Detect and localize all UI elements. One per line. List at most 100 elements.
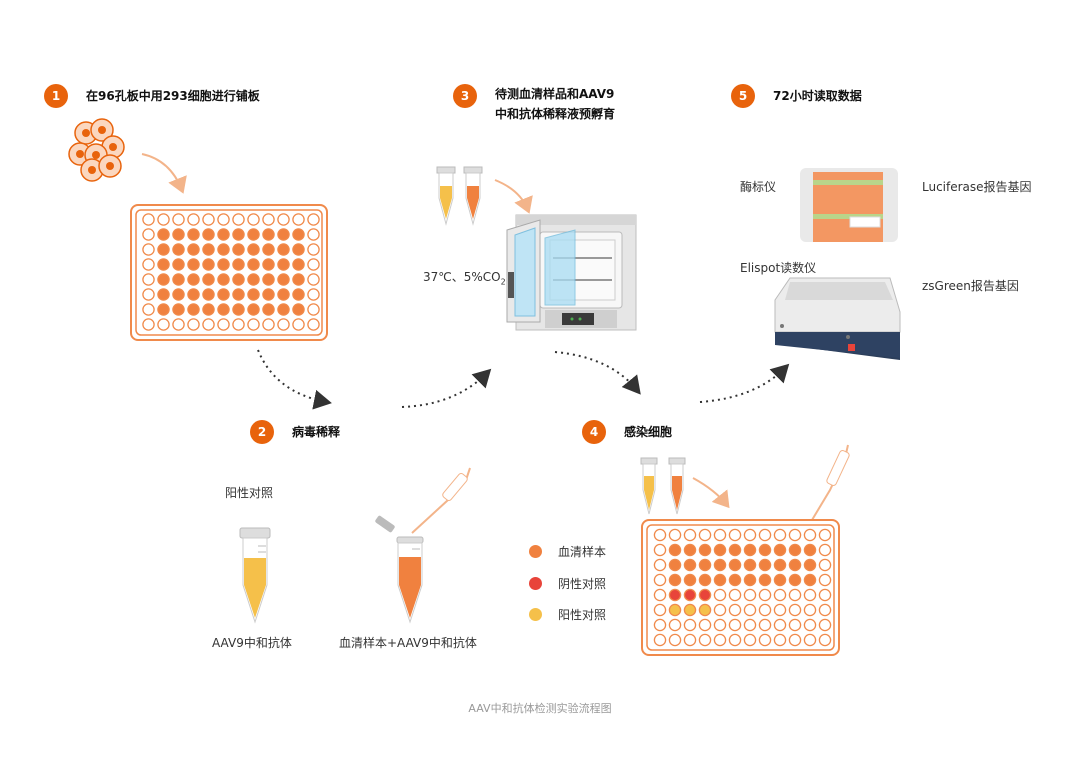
well <box>713 603 727 617</box>
well <box>292 288 305 301</box>
well <box>743 543 757 557</box>
well <box>818 543 832 557</box>
well <box>262 258 275 271</box>
legend-label: 阳性对照 <box>558 608 607 622</box>
well <box>653 618 667 632</box>
well <box>262 273 275 286</box>
plate-reader-icon <box>800 168 898 242</box>
well <box>142 258 155 271</box>
well <box>217 303 230 316</box>
well <box>713 633 727 647</box>
well <box>773 528 787 542</box>
well <box>668 588 682 602</box>
well <box>307 303 320 316</box>
well <box>172 273 185 286</box>
step-4: 4 感染细胞 <box>582 420 672 444</box>
well <box>232 243 245 256</box>
well <box>187 318 200 331</box>
well <box>262 243 275 256</box>
well <box>743 603 757 617</box>
zsgreen-label: zsGreen报告基因 <box>922 279 1019 293</box>
well <box>307 213 320 226</box>
well <box>262 288 275 301</box>
well <box>262 228 275 241</box>
well <box>728 528 742 542</box>
well <box>758 528 772 542</box>
legend-label: 血清样本 <box>558 545 607 559</box>
well <box>818 603 832 617</box>
well <box>142 243 155 256</box>
well <box>292 273 305 286</box>
legend-dot-icon <box>529 545 542 558</box>
well <box>172 258 185 271</box>
well <box>232 303 245 316</box>
well <box>818 528 832 542</box>
well <box>247 213 260 226</box>
well <box>818 558 832 572</box>
figure-caption: AAV中和抗体检测实验流程图 <box>468 702 612 715</box>
well <box>683 588 697 602</box>
well <box>653 558 667 572</box>
well <box>307 318 320 331</box>
well <box>758 558 772 572</box>
well <box>307 243 320 256</box>
well <box>698 633 712 647</box>
well <box>788 618 802 632</box>
well-plate-infected <box>641 519 840 656</box>
well <box>758 618 772 632</box>
well <box>713 588 727 602</box>
well <box>292 213 305 226</box>
well <box>217 213 230 226</box>
well <box>217 288 230 301</box>
well <box>803 573 817 587</box>
incubator-condition-sub: 2 <box>500 277 506 287</box>
legend-label: 阴性对照 <box>558 577 607 591</box>
cell-cluster-icon <box>68 118 125 182</box>
well <box>683 603 697 617</box>
well <box>683 528 697 542</box>
incubator-condition-main: 37℃、5%CO <box>423 270 501 284</box>
well <box>683 543 697 557</box>
well <box>713 558 727 572</box>
well <box>172 243 185 256</box>
elispot-label: Elispot读数仪 <box>740 261 817 275</box>
well <box>803 528 817 542</box>
well <box>698 573 712 587</box>
well <box>157 228 170 241</box>
step-5: 5 72小时读取数据 <box>731 84 862 108</box>
well <box>773 543 787 557</box>
well <box>232 213 245 226</box>
well <box>818 618 832 632</box>
well <box>142 318 155 331</box>
well <box>232 288 245 301</box>
well <box>307 288 320 301</box>
well <box>202 303 215 316</box>
well <box>232 273 245 286</box>
well <box>773 618 787 632</box>
incubator-icon <box>506 214 637 331</box>
well <box>187 303 200 316</box>
legend-dot-icon <box>529 608 542 621</box>
flow-arrow-3-to-4 <box>554 351 641 395</box>
well <box>157 243 170 256</box>
well <box>172 303 185 316</box>
well <box>758 588 772 602</box>
well <box>743 588 757 602</box>
well <box>653 573 667 587</box>
well <box>788 588 802 602</box>
well <box>172 288 185 301</box>
well <box>743 633 757 647</box>
well <box>277 258 290 271</box>
step-number-badge: 5 <box>731 84 755 108</box>
tube-sample-mix-icon <box>375 515 424 624</box>
well <box>187 258 200 271</box>
well <box>668 543 682 557</box>
step-title: 病毒稀释 <box>292 425 341 439</box>
well <box>653 588 667 602</box>
well <box>683 558 697 572</box>
well <box>803 603 817 617</box>
well <box>683 573 697 587</box>
well <box>187 288 200 301</box>
step-number-badge: 4 <box>582 420 606 444</box>
well <box>788 573 802 587</box>
